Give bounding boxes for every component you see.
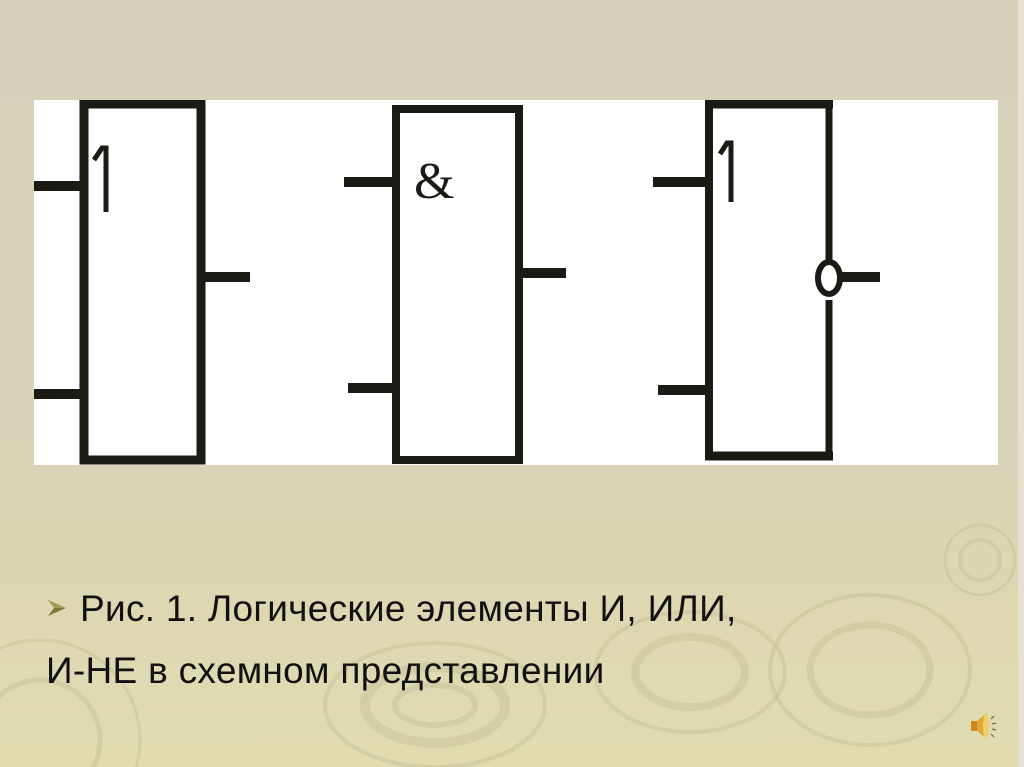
slide-right-edge [1018,0,1024,767]
caption-text-line-1: Рис. 1. Логические элементы И, ИЛИ, [80,588,737,629]
caption-text-line-2: И-НЕ в схемном представлении [46,650,605,691]
and-symbol: & [414,153,454,210]
caption-line-1: Рис. 1. Логические элементы И, ИЛИ, [46,578,946,640]
nor-gate [653,100,880,461]
or-gate [34,100,250,465]
figure-caption: Рис. 1. Логические элементы И, ИЛИ, И-НЕ… [46,578,946,702]
and-gate [344,105,566,464]
speaker-icon[interactable] [968,710,998,742]
arrow-bullet-icon [48,600,66,616]
logic-gates-figure: & [34,100,998,465]
